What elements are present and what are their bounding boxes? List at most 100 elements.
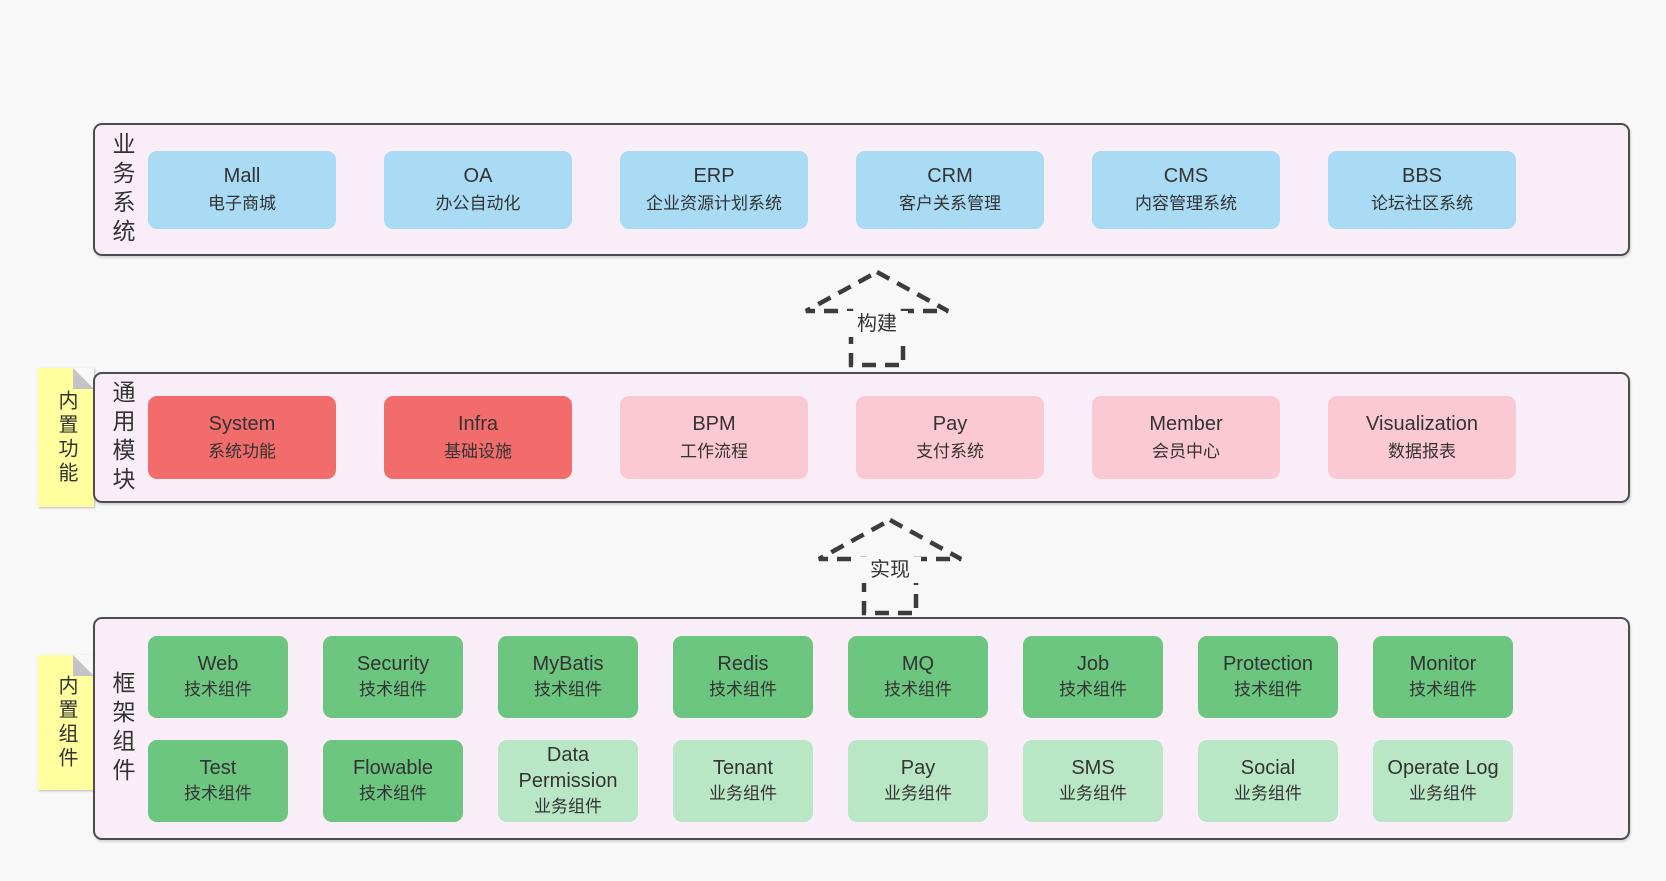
box-title: Visualization — [1366, 412, 1478, 435]
box-visualization: Visualization 数据报表 — [1328, 396, 1516, 479]
box-subtitle: 业务组件 — [1234, 783, 1302, 803]
box-subtitle: 工作流程 — [680, 441, 748, 461]
box-erp: ERP 企业资源计划系统 — [620, 150, 808, 229]
sticky-note-text: 内置组件 — [55, 674, 77, 771]
box-row: Test 技术组件 Flowable 技术组件 Data Permission … — [148, 739, 1628, 822]
box-tenant: Tenant 业务组件 — [673, 739, 813, 822]
box-pay-business: Pay 业务组件 — [848, 739, 988, 822]
box-test: Test 技术组件 — [148, 739, 288, 822]
box-subtitle: 客户关系管理 — [899, 193, 1001, 213]
box-subtitle: 业务组件 — [534, 796, 602, 816]
box-title: System — [208, 412, 276, 435]
box-subtitle: 技术组件 — [709, 679, 777, 699]
box-subtitle: 系统功能 — [208, 441, 276, 461]
box-bpm: BPM 工作流程 — [620, 396, 808, 479]
business-systems-panel: 业务系统 Mall 电子商城 OA 办公自动化 ERP 企业资源计划系统 CRM… — [93, 123, 1630, 256]
box-title: Social — [1240, 756, 1296, 779]
box-title: Security — [356, 652, 430, 675]
box-crm: CRM 客户关系管理 — [856, 150, 1044, 229]
box-title: CRM — [927, 164, 973, 187]
box-subtitle: 支付系统 — [916, 441, 984, 461]
box-subtitle: 技术组件 — [1059, 679, 1127, 699]
box-subtitle: 内容管理系统 — [1135, 193, 1237, 213]
panel-side-label: 业务系统 — [95, 125, 148, 254]
box-title: MQ — [901, 652, 935, 675]
box-title: Tenant — [712, 756, 774, 779]
box-subtitle: 技术组件 — [534, 679, 602, 699]
box-title: SMS — [1071, 756, 1115, 779]
box-sms: SMS 业务组件 — [1023, 739, 1163, 822]
box-subtitle: 论坛社区系统 — [1371, 193, 1473, 213]
box-subtitle: 技术组件 — [184, 679, 252, 699]
framework-components-panel: 框架组件 Web 技术组件 Security 技术组件 MyBatis 技术组件… — [93, 617, 1630, 840]
business-systems-rows: Mall 电子商城 OA 办公自动化 ERP 企业资源计划系统 CRM 客户关系… — [148, 125, 1628, 254]
box-subtitle: 企业资源计划系统 — [646, 193, 782, 213]
box-monitor: Monitor 技术组件 — [1373, 635, 1513, 718]
box-title: OA — [463, 164, 493, 187]
box-member: Member 会员中心 — [1092, 396, 1280, 479]
box-subtitle: 技术组件 — [1234, 679, 1302, 699]
box-subtitle: 技术组件 — [359, 783, 427, 803]
implement-arrow-label: 实现 — [859, 557, 921, 583]
business-systems-label: 业务系统 — [109, 131, 135, 248]
framework-components-label: 框架组件 — [109, 670, 135, 787]
box-title: Infra — [457, 412, 499, 435]
box-data-permission: Data Permission 业务组件 — [498, 739, 638, 822]
sticky-note-text: 内置功能 — [55, 389, 77, 486]
box-title: Pay — [900, 756, 936, 779]
box-row: System 系统功能 Infra 基础设施 BPM 工作流程 Pay 支付系统… — [148, 396, 1628, 479]
box-bbs: BBS 论坛社区系统 — [1328, 150, 1516, 229]
box-title: Member — [1149, 412, 1223, 435]
box-subtitle: 技术组件 — [359, 679, 427, 699]
box-title: Mall — [223, 164, 261, 187]
box-row: Mall 电子商城 OA 办公自动化 ERP 企业资源计划系统 CRM 客户关系… — [148, 150, 1628, 229]
box-mall: Mall 电子商城 — [148, 150, 336, 229]
box-title: Pay — [932, 412, 968, 435]
box-title: Operate Log — [1387, 756, 1499, 779]
box-title: MyBatis — [532, 652, 604, 675]
framework-components-rows: Web 技术组件 Security 技术组件 MyBatis 技术组件 Redi… — [148, 619, 1628, 838]
box-title: BPM — [692, 412, 736, 435]
common-modules-label: 通用模块 — [109, 379, 135, 496]
box-cms: CMS 内容管理系统 — [1092, 150, 1280, 229]
box-security: Security 技术组件 — [323, 635, 463, 718]
box-title: Test — [199, 756, 237, 779]
box-subtitle: 技术组件 — [1409, 679, 1477, 699]
box-subtitle: 业务组件 — [884, 783, 952, 803]
box-title: BBS — [1401, 164, 1443, 187]
build-arrow-label: 构建 — [846, 311, 908, 337]
box-pay: Pay 支付系统 — [856, 396, 1044, 479]
box-subtitle: 业务组件 — [1059, 783, 1127, 803]
box-infra: Infra 基础设施 — [384, 396, 572, 479]
box-title: Data Permission — [518, 743, 618, 792]
box-redis: Redis 技术组件 — [673, 635, 813, 718]
box-mybatis: MyBatis 技术组件 — [498, 635, 638, 718]
box-oa: OA 办公自动化 — [384, 150, 572, 229]
common-modules-panel: 通用模块 System 系统功能 Infra 基础设施 BPM 工作流程 Pay… — [93, 372, 1630, 503]
box-subtitle: 办公自动化 — [435, 193, 521, 213]
box-subtitle: 业务组件 — [1409, 783, 1477, 803]
box-title: Job — [1076, 652, 1110, 675]
sticky-note-builtin-components: 内置组件 — [38, 655, 94, 790]
folded-corner — [73, 655, 94, 676]
box-subtitle: 会员中心 — [1152, 441, 1220, 461]
panel-side-label: 框架组件 — [95, 619, 148, 838]
box-row: Web 技术组件 Security 技术组件 MyBatis 技术组件 Redi… — [148, 635, 1628, 718]
box-job: Job 技术组件 — [1023, 635, 1163, 718]
box-operate-log: Operate Log 业务组件 — [1373, 739, 1513, 822]
sticky-note-builtin-features: 内置功能 — [38, 368, 94, 507]
box-title: ERP — [693, 164, 735, 187]
folded-corner — [73, 368, 94, 389]
box-subtitle: 技术组件 — [884, 679, 952, 699]
box-title: Redis — [717, 652, 769, 675]
box-subtitle: 数据报表 — [1388, 441, 1456, 461]
box-title: Flowable — [352, 756, 434, 779]
common-modules-rows: System 系统功能 Infra 基础设施 BPM 工作流程 Pay 支付系统… — [148, 374, 1628, 501]
box-system: System 系统功能 — [148, 396, 336, 479]
panel-side-label: 通用模块 — [95, 374, 148, 501]
box-mq: MQ 技术组件 — [848, 635, 988, 718]
box-title: CMS — [1163, 164, 1209, 187]
box-subtitle: 基础设施 — [444, 441, 512, 461]
box-title: Monitor — [1409, 652, 1477, 675]
box-title: Protection — [1222, 652, 1314, 675]
